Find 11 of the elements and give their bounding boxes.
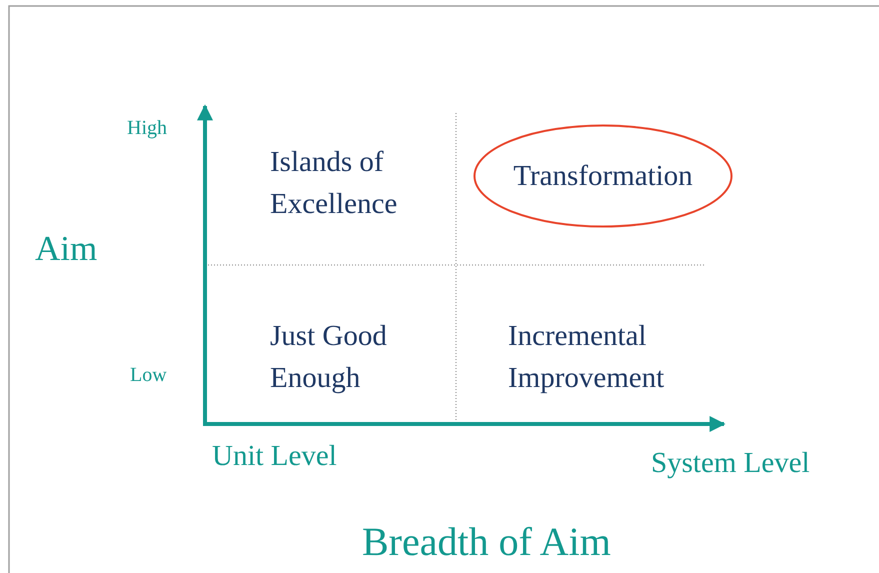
highlight-ellipse [473,124,733,228]
ellipse-label: Transformation [513,160,693,192]
quadrant-label: Just Good Enough [270,319,388,396]
quadrant-label: Islands of Excellence [270,145,398,222]
axis-tick-label: Low [130,363,168,387]
axis-title: System Level [651,446,811,481]
axis-title: Unit Level [212,439,338,474]
axis-title: Breadth of Aim [362,518,612,566]
quadrant-label: Incremental Improvement [508,319,666,396]
axis-tick-label: High [127,116,168,140]
axis-title: Aim [35,228,98,270]
